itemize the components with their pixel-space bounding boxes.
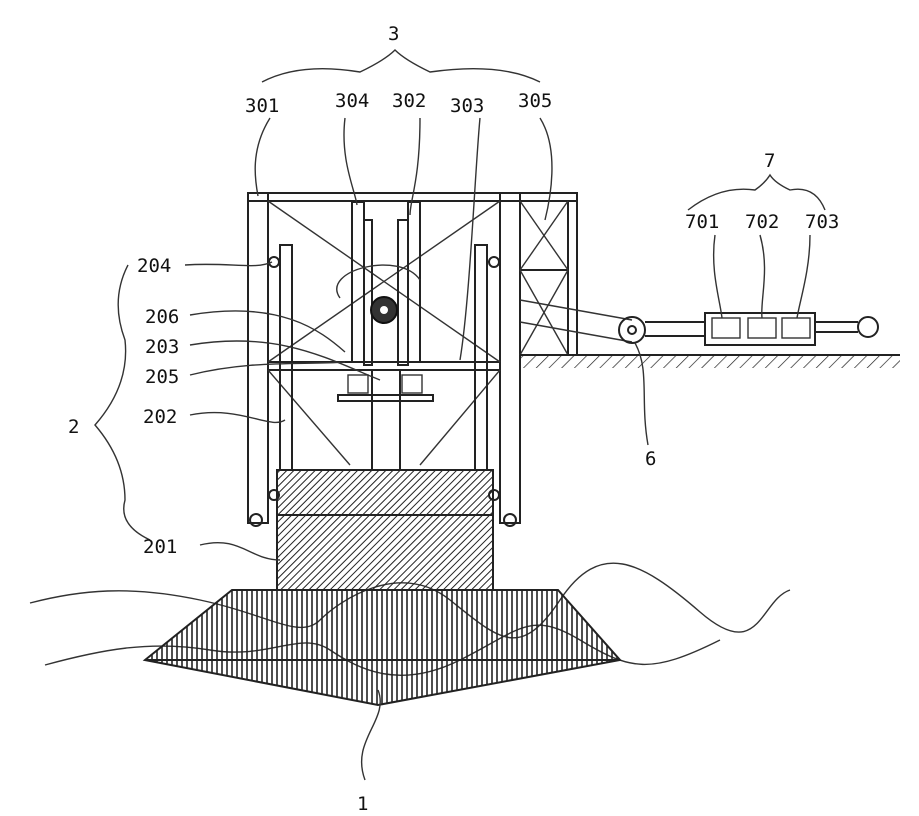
base-foundation <box>145 590 620 705</box>
label-702: 702 <box>745 211 779 233</box>
label-204: 204 <box>137 255 171 277</box>
label-302: 302 <box>392 90 426 112</box>
ground <box>520 355 900 368</box>
label-7: 7 <box>764 150 775 172</box>
label-304: 304 <box>335 90 369 112</box>
label-305: 305 <box>518 90 552 112</box>
label-6: 6 <box>645 448 656 470</box>
label-206: 206 <box>145 306 179 328</box>
support-column <box>277 470 493 590</box>
label-205: 205 <box>145 366 179 388</box>
label-703: 703 <box>805 211 839 233</box>
label-1: 1 <box>357 793 368 815</box>
label-3: 3 <box>388 23 399 45</box>
label-2: 2 <box>68 416 79 438</box>
label-303: 303 <box>450 95 484 117</box>
label-701: 701 <box>685 211 719 233</box>
reference-labels: 3 301 304 302 303 305 7 701 702 703 204 … <box>68 23 839 815</box>
label-201: 201 <box>143 536 177 558</box>
label-203: 203 <box>145 336 179 358</box>
label-301: 301 <box>245 95 279 117</box>
label-202: 202 <box>143 406 177 428</box>
